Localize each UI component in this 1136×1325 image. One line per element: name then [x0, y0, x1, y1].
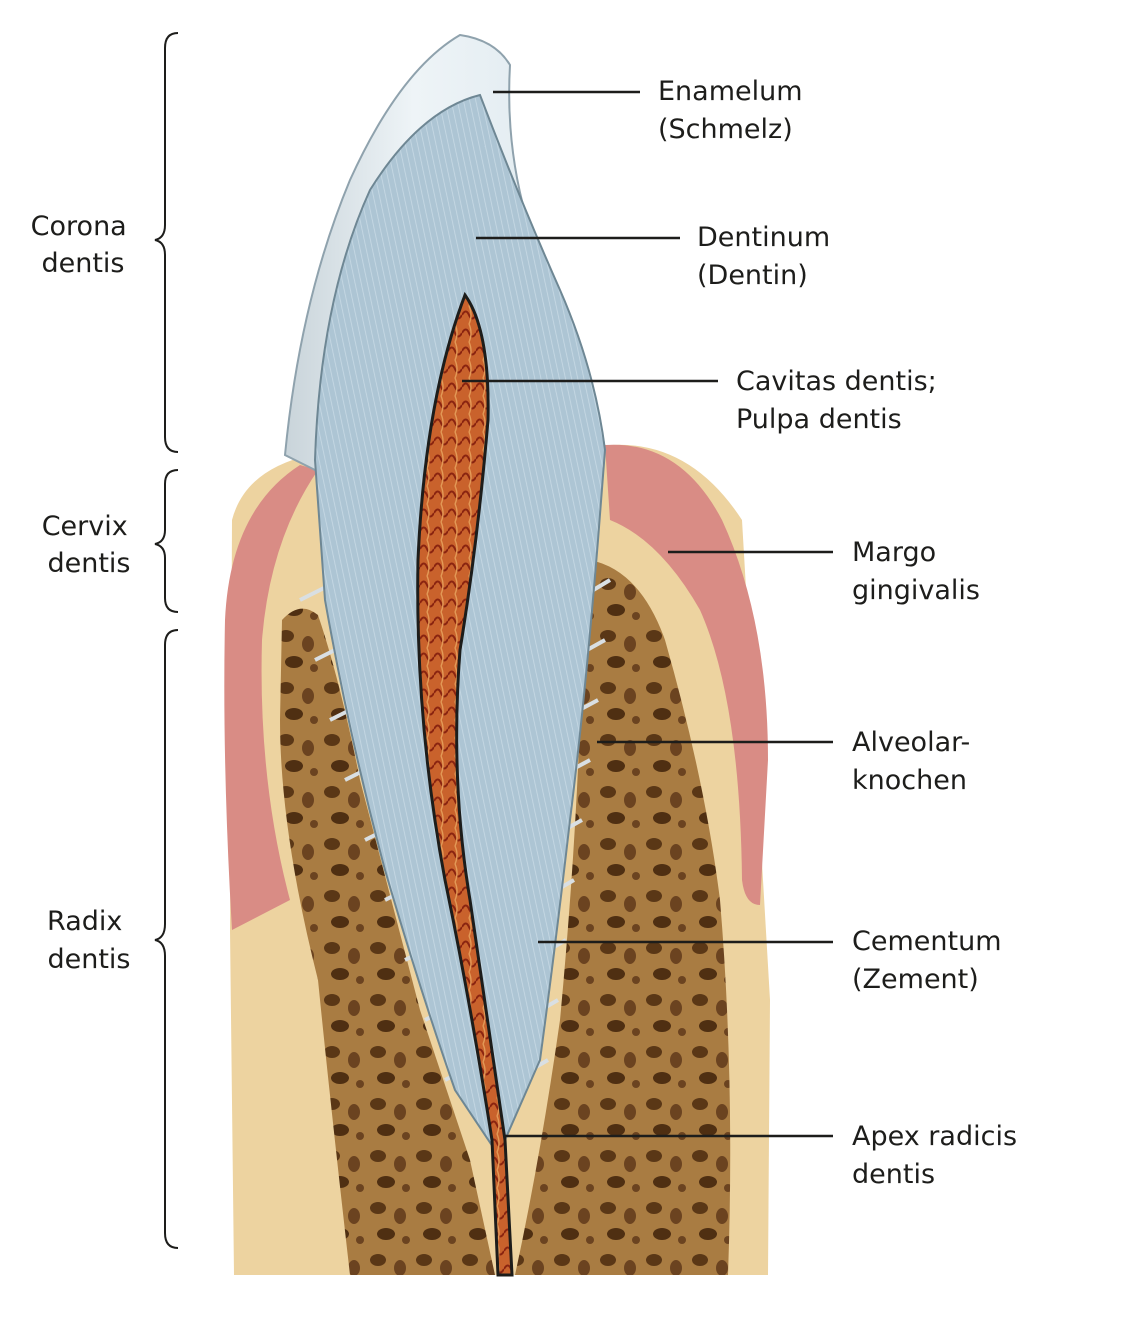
label-alveolarknochen: Alveolar- knochen: [852, 727, 979, 796]
bracket-corona: [155, 33, 178, 452]
region-cervix: Cervix dentis: [42, 511, 137, 579]
label-apex-radicis: Apex radicis dentis: [852, 1121, 1026, 1190]
label-dentinum: Dentinum (Dentin): [697, 222, 839, 291]
region-corona: Corona dentis: [31, 211, 136, 279]
region-radix: Radix dentis: [47, 906, 131, 975]
label-margo-gingivalis: Margo gingivalis: [852, 537, 980, 606]
label-enamelum: Enamelum (Schmelz): [658, 76, 811, 145]
label-cavitas-pulpa: Cavitas dentis; Pulpa dentis: [736, 366, 945, 435]
label-cementum: Cementum (Zement): [852, 926, 1010, 995]
bracket-radix: [155, 630, 178, 1248]
bracket-cervix: [155, 470, 178, 612]
